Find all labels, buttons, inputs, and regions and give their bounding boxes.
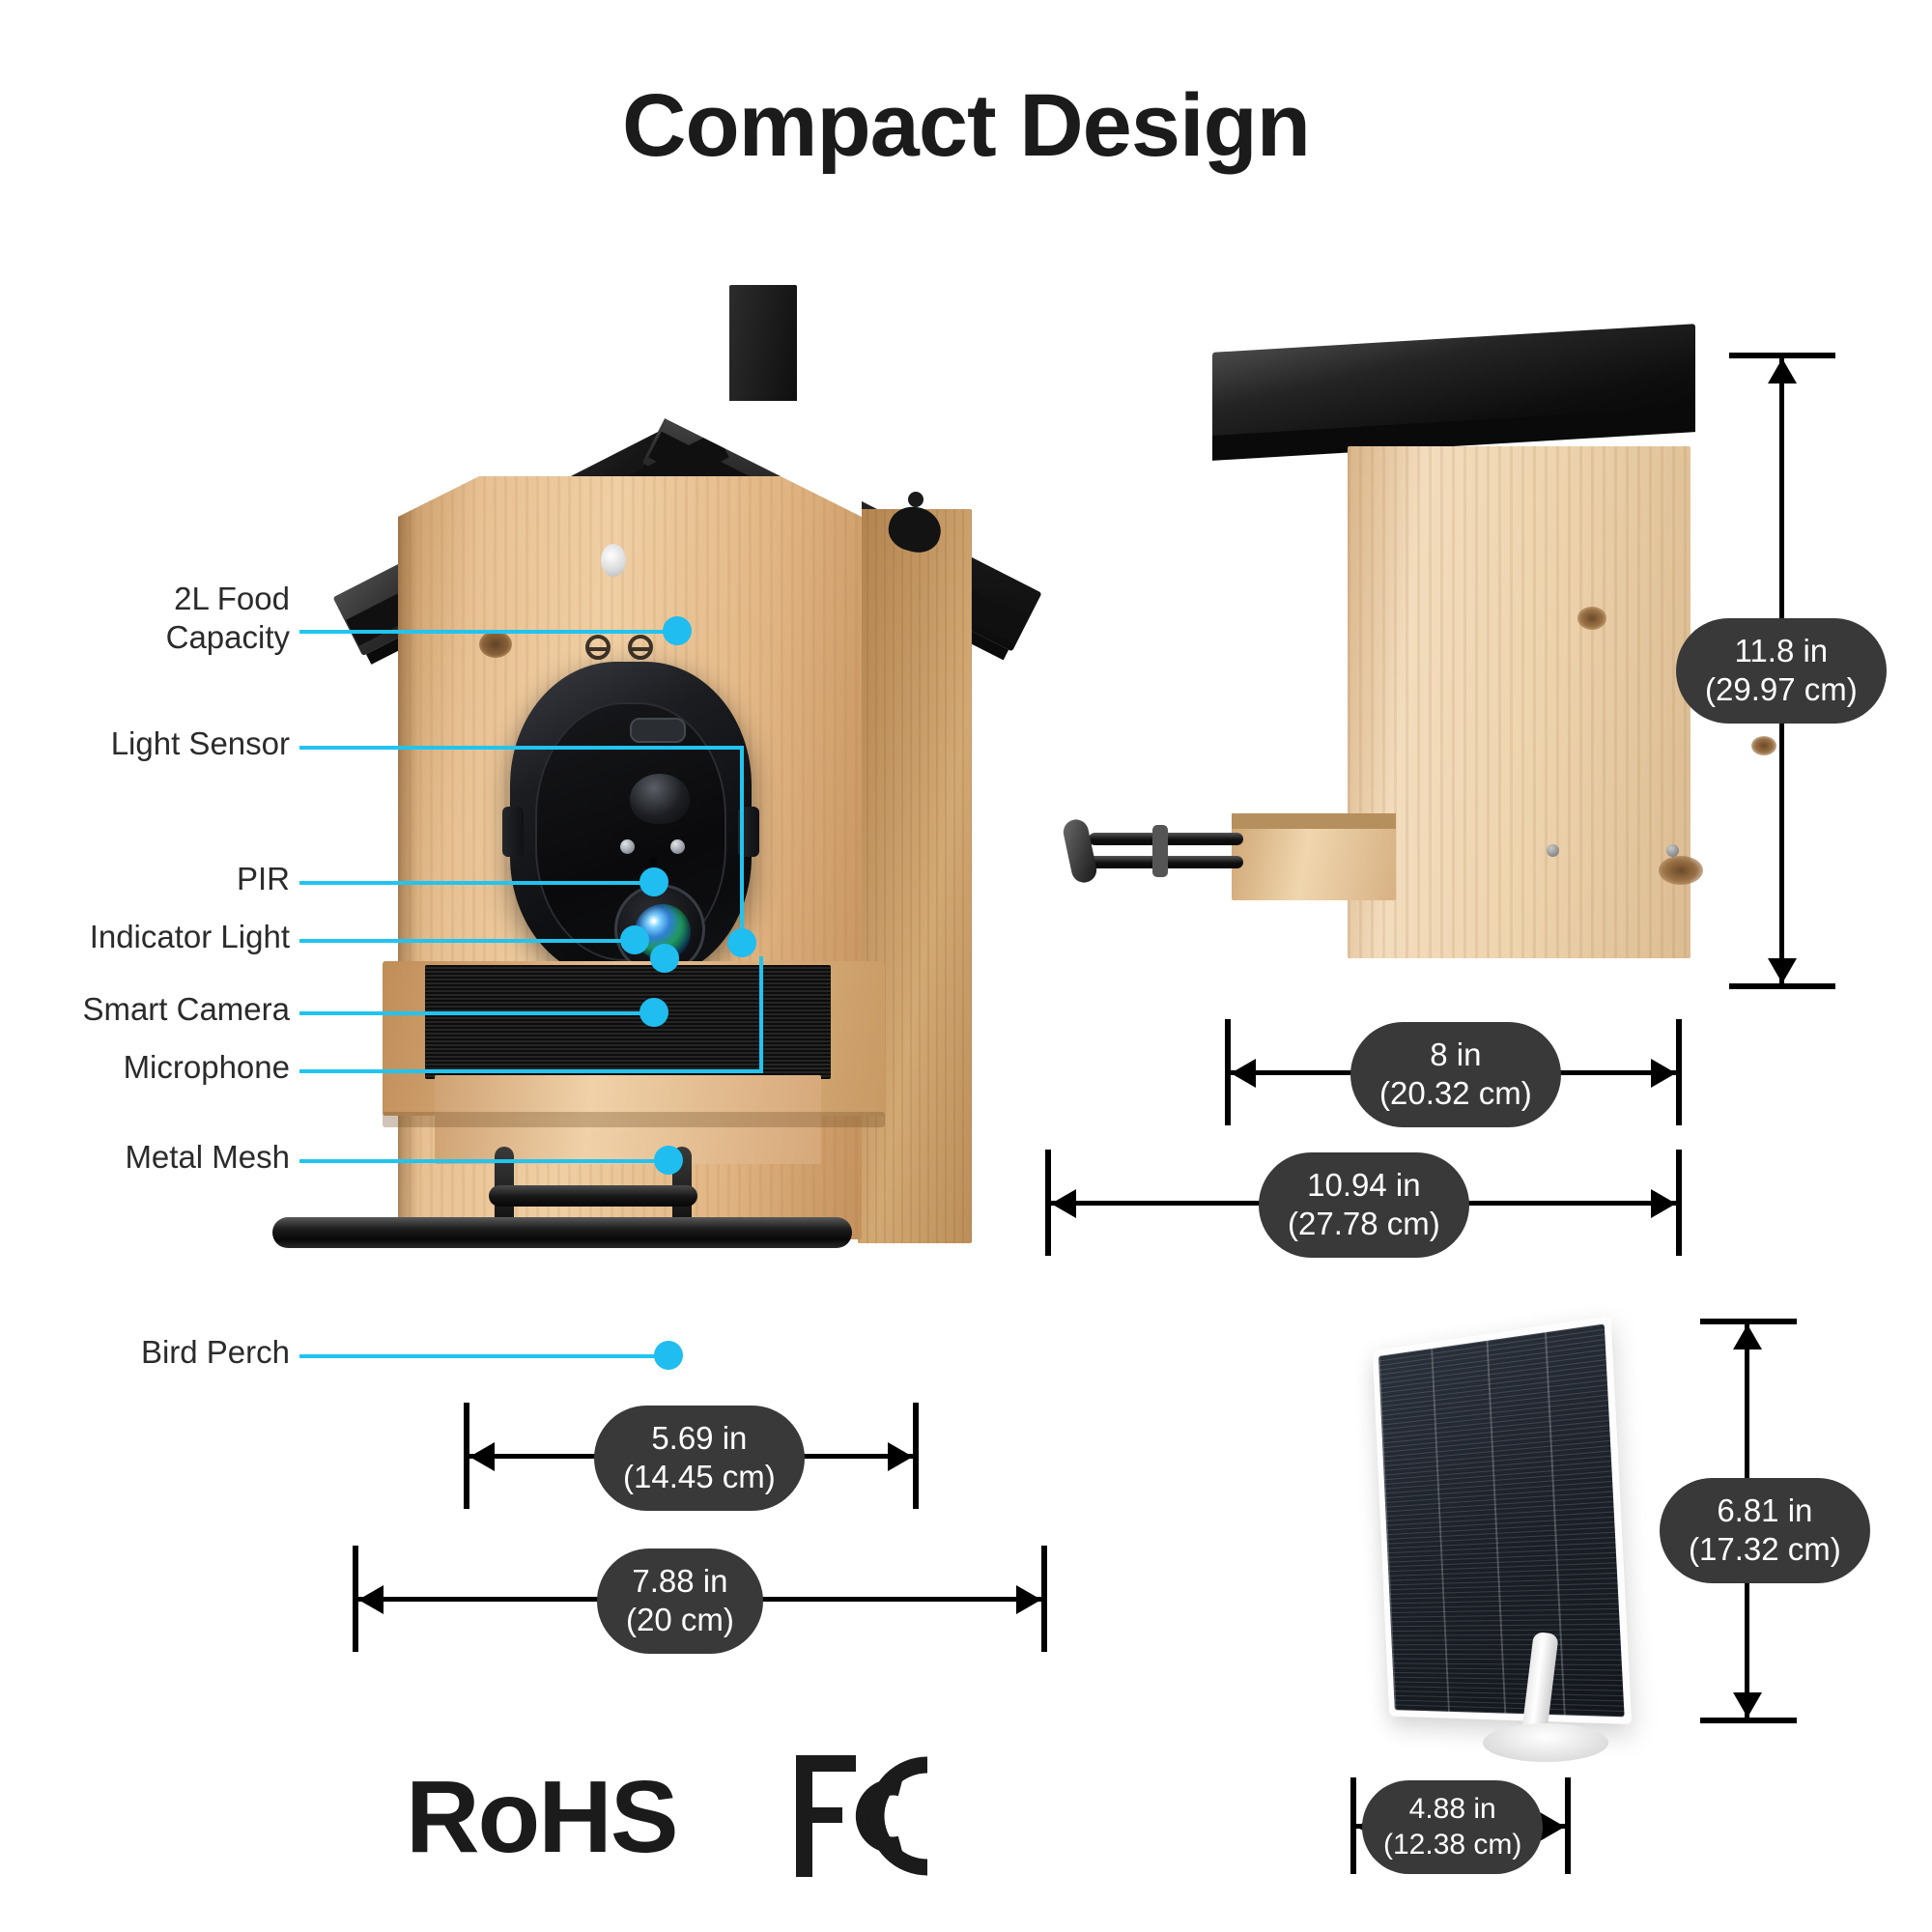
dim-badge-height: 11.8 in (29.97 cm) (1676, 618, 1887, 724)
side-wood-knot-3 (1751, 736, 1776, 755)
leader-line-light-sensor-v (740, 746, 744, 944)
dim-cap-depth-total-right (1676, 1150, 1682, 1256)
leader-line-metal-mesh (299, 1159, 667, 1163)
dim-cap-depth-total-left (1045, 1150, 1051, 1256)
dim-arrow-solar-width-right (1540, 1812, 1565, 1841)
side-wood-knot-1 (1577, 607, 1606, 630)
callout-label-bird-perch: Bird Perch (140, 1334, 290, 1370)
rohs-logo: RoHS (406, 1760, 679, 1874)
callout-dot-food-capacity (663, 616, 692, 645)
callout-dot-metal-mesh (654, 1146, 683, 1175)
dim-arrow-height-top (1768, 358, 1797, 384)
callout-dot-microphone (650, 944, 679, 973)
birdhouse-front-view (272, 285, 1082, 1386)
dim-badge-width-body: 5.69 in (14.45 cm) (594, 1406, 805, 1511)
dim-arrow-solar-height-bottom (1733, 1692, 1762, 1718)
side-wood-knot-2 (1659, 856, 1703, 885)
callout-label-microphone: Microphone (123, 1049, 290, 1085)
dim-cap-width-body-right (913, 1403, 919, 1509)
bird-perch-bar (272, 1217, 852, 1248)
dim-cap-solar-height-bottom (1700, 1718, 1797, 1723)
callout-dot-pir (639, 867, 668, 896)
solar-panel-face (1372, 1316, 1633, 1725)
seed-tray-shadow (383, 1112, 885, 1127)
dim-arrow-solar-height-top (1733, 1324, 1762, 1350)
leader-line-smart-camera (299, 1011, 652, 1015)
dim-cap-height-top (1729, 353, 1835, 358)
microphone-hole (649, 857, 658, 866)
solar-cells (1378, 1323, 1625, 1718)
perch-upper-bar (489, 1185, 697, 1207)
wood-knot (479, 631, 512, 658)
callout-label-metal-mesh: Metal Mesh (125, 1139, 290, 1175)
dim-arrow-width-body-left (469, 1442, 495, 1471)
side-screw-3 (1666, 844, 1679, 857)
dim-arrow-width-total-right (1016, 1585, 1041, 1614)
callout-dot-light-sensor (727, 928, 756, 957)
side-perch-clip (1152, 825, 1168, 877)
callout-label-pir: PIR (236, 861, 290, 896)
housing-side-panel (858, 509, 972, 1243)
dim-cap-depth-body-left (1225, 1019, 1231, 1125)
dim-cap-solar-width-left (1350, 1777, 1356, 1874)
callout-label-smart-camera: Smart Camera (82, 991, 290, 1027)
leader-line-microphone-h (299, 1069, 763, 1073)
camera-clip-left (502, 807, 524, 857)
dim-arrow-width-body-right (888, 1442, 913, 1471)
leader-line-food-capacity (299, 630, 676, 634)
logo-eye-left-icon (585, 635, 611, 660)
fcc-logo-icon (792, 1753, 966, 1879)
callout-label-indicator-light: Indicator Light (89, 919, 290, 954)
leader-line-bird-perch (299, 1354, 667, 1358)
dim-arrow-depth-total-left (1051, 1189, 1076, 1218)
callout-label-food-capacity: 2L Food Capacity (165, 581, 290, 656)
dim-cap-height-bottom (1729, 983, 1835, 989)
leader-line-pir (299, 881, 652, 885)
door-hinge-pin (908, 492, 923, 507)
metal-mesh-floor (425, 965, 831, 1079)
leader-line-microphone-v (759, 956, 763, 1072)
camera-top-tab (630, 718, 686, 743)
light-sensor-led (670, 839, 685, 854)
dim-arrow-width-total-left (358, 1585, 384, 1614)
callout-dot-smart-camera (639, 998, 668, 1027)
side-seed-tray-lip (1232, 813, 1396, 829)
callout-label-light-sensor: Light Sensor (110, 725, 290, 761)
dim-badge-depth-body: 8 in (20.32 cm) (1350, 1022, 1561, 1127)
solar-panel-base (1483, 1723, 1608, 1762)
callout-dot-indicator-light (620, 925, 649, 954)
dim-cap-width-total-right (1041, 1546, 1047, 1652)
dim-arrow-height-bottom (1768, 958, 1797, 983)
dim-cap-depth-body-right (1676, 1019, 1682, 1125)
camera-faceplate (535, 702, 726, 975)
solar-panel-product (1338, 1314, 1666, 1777)
dim-cap-solar-height-top (1700, 1319, 1797, 1324)
dim-badge-depth-total: 10.94 in (27.78 cm) (1259, 1152, 1469, 1258)
dim-cap-width-body-left (464, 1403, 469, 1509)
dim-badge-width-total: 7.88 in (20 cm) (597, 1548, 763, 1654)
dim-arrow-depth-body-left (1231, 1059, 1256, 1088)
dim-badge-solar-width: 4.88 in (12.38 cm) (1362, 1780, 1544, 1875)
leader-line-light-sensor-h (299, 746, 744, 750)
callout-dot-bird-perch (654, 1341, 683, 1370)
page-title: Compact Design (622, 76, 1311, 175)
dim-arrow-depth-total-right (1651, 1189, 1676, 1218)
mounting-screw (601, 544, 626, 577)
leader-line-indicator-light (299, 939, 633, 943)
dim-badge-solar-height: 6.81 in (17.32 cm) (1660, 1478, 1870, 1583)
side-screw-2 (1547, 844, 1559, 857)
birdhouse-side-view (1061, 324, 1776, 1014)
dim-arrow-depth-body-right (1651, 1059, 1676, 1088)
logo-eye-right-icon (628, 635, 653, 660)
indicator-light-led (620, 839, 635, 854)
dim-cap-solar-width-right (1565, 1777, 1571, 1874)
dim-cap-width-total-left (353, 1546, 358, 1652)
pir-sensor-dome (630, 774, 690, 824)
side-housing-panel (1348, 446, 1776, 958)
